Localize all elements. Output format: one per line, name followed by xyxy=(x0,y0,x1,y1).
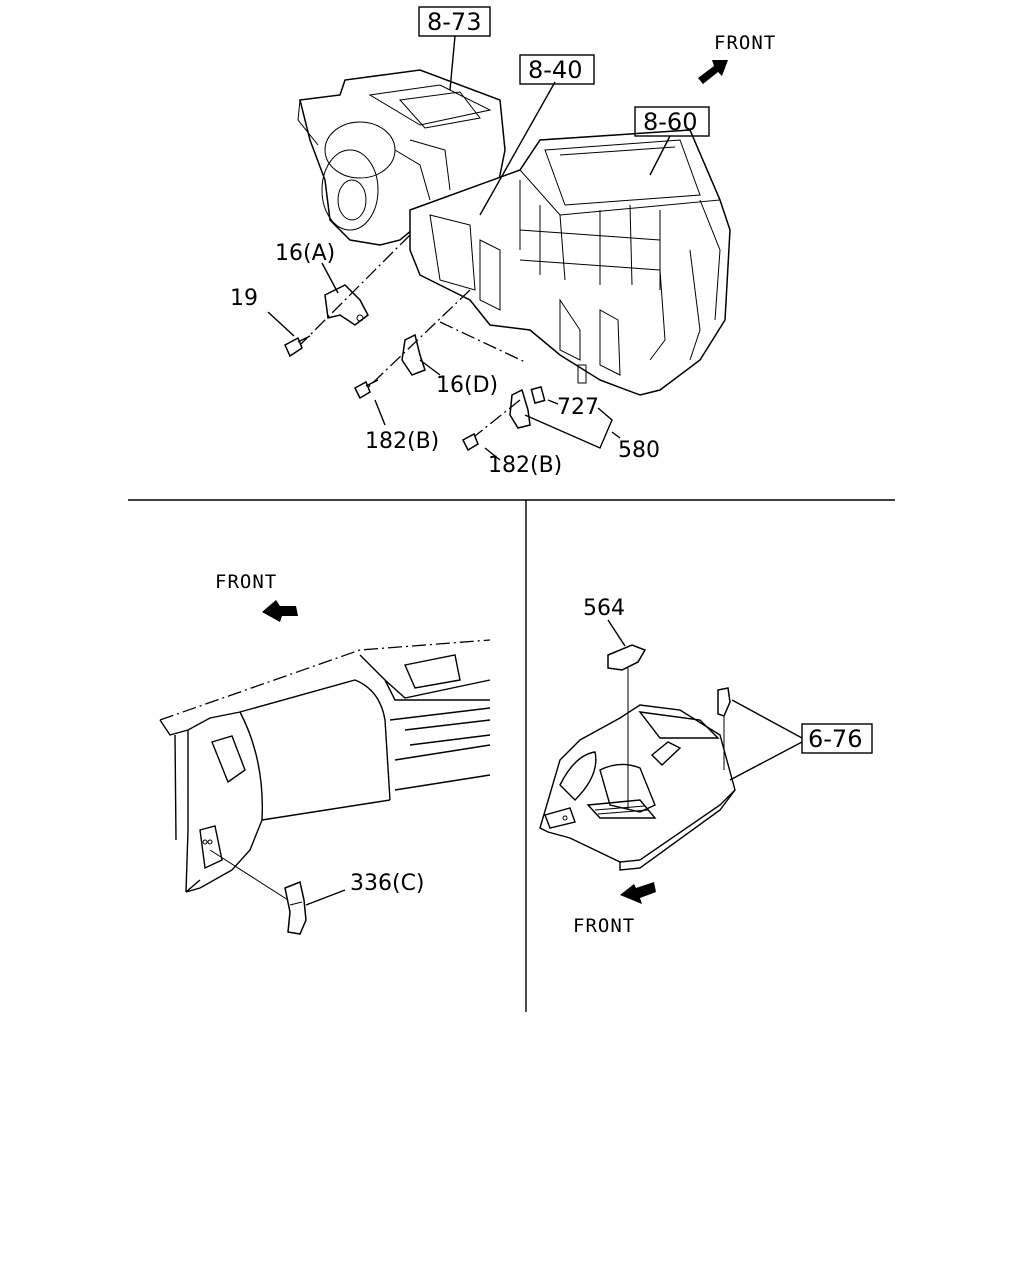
dashboard-illustration xyxy=(159,639,491,893)
screw-182b-2 xyxy=(462,432,479,452)
label-19: 19 xyxy=(230,286,258,311)
front-label-right: FRONT xyxy=(573,915,635,937)
label-580: 580 xyxy=(618,438,660,463)
front-label-top: FRONT xyxy=(714,32,776,54)
ref-6-76-label: 6-76 xyxy=(808,725,862,753)
bracket-16a xyxy=(324,284,369,326)
center-console-illustration xyxy=(539,704,736,871)
bracket-580 xyxy=(509,388,531,429)
ref-box-8-40[interactable] xyxy=(519,54,595,85)
ref-8-73-label: 8-73 xyxy=(427,8,481,36)
label-727: 727 xyxy=(557,395,599,420)
label-16a: 16(A) xyxy=(275,241,335,266)
front-arrow-right-icon xyxy=(620,882,656,904)
label-182b-2: 182(B) xyxy=(488,453,562,478)
front-arrow-icon xyxy=(698,60,728,84)
ref-box-8-73[interactable] xyxy=(418,6,491,37)
bolt-6-76 xyxy=(717,687,731,717)
label-336c: 336(C) xyxy=(350,871,425,896)
ref-8-40-label: 8-40 xyxy=(528,56,582,84)
ref-8-60-label: 8-60 xyxy=(643,108,697,136)
label-16d: 16(D) xyxy=(436,373,498,398)
front-label-left: FRONT xyxy=(215,571,277,593)
ref-box-6-76[interactable] xyxy=(801,723,873,754)
label-182b-1: 182(B) xyxy=(365,429,439,454)
ref-box-8-60[interactable] xyxy=(634,106,710,137)
cap-564 xyxy=(607,644,647,671)
bracket-16d xyxy=(401,333,426,376)
screw-19 xyxy=(284,336,303,358)
clip-336c xyxy=(284,880,307,935)
label-564: 564 xyxy=(583,596,625,621)
front-arrow-left-icon xyxy=(262,600,298,622)
part-727 xyxy=(530,386,546,404)
